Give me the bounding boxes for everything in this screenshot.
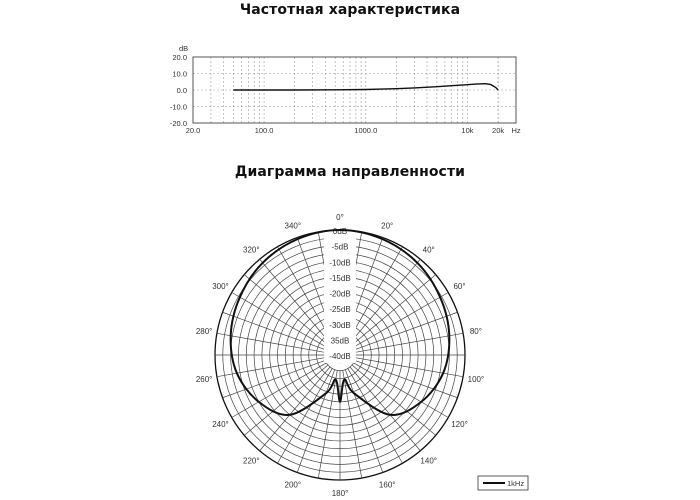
fr-xtick-label: 10k (461, 126, 473, 135)
polar-spoke (231, 362, 327, 418)
polar-spoke (296, 369, 335, 473)
polar-spoke (351, 364, 436, 436)
polar-spoke (244, 274, 329, 346)
polar-spoke (259, 366, 331, 451)
fr-ytick-label: 10.0 (172, 70, 187, 79)
fr-ytick-label: -10.0 (170, 103, 187, 112)
fr-ytick-label: 0.0 (177, 86, 187, 95)
polar-spoke (354, 360, 458, 399)
polar-angle-label: 20° (381, 221, 393, 230)
polar-angle-label: 240° (212, 420, 229, 429)
polar-spoke (355, 357, 464, 378)
fr-xtick-label: 20k (492, 126, 504, 135)
frequency-response-title: Частотная характеристика (239, 2, 461, 18)
polar-angle-label: 120° (451, 420, 468, 429)
polar-legend-label: 1kHz (507, 479, 524, 488)
polar-spoke (317, 370, 338, 479)
fr-xtick-label: 20.0 (186, 126, 201, 135)
polar-pattern-title: Диаграмма направленности (234, 164, 466, 180)
fr-ytick-label: 20.0 (172, 53, 187, 62)
polar-angle-label: 140° (420, 457, 437, 466)
polar-angle-label: 320° (243, 245, 260, 254)
polar-spoke (244, 364, 329, 436)
polar-spoke (216, 357, 325, 378)
polar-spoke (353, 292, 449, 348)
polar-spoke (349, 366, 421, 451)
polar-angle-label: 40° (423, 245, 435, 254)
polar-angle-label: 0° (336, 213, 344, 222)
polar-angle-label: 200° (285, 481, 302, 490)
polar-angle-label: 160° (379, 481, 396, 490)
polar-ring-label: 35dB (331, 336, 350, 345)
fr-ylabel: dB (179, 44, 188, 53)
polar-ring-label: -10dB (329, 258, 350, 267)
polar-spoke (354, 311, 458, 350)
polar-spoke (345, 369, 384, 473)
polar-angle-label: 260° (196, 375, 213, 384)
fr-response-line (233, 82, 499, 91)
fr-frame (192, 56, 517, 124)
polar-spoke (351, 274, 436, 346)
polar-spoke (277, 246, 333, 342)
polar-ring-label: -30dB (329, 321, 350, 330)
polar-angle-label: 60° (453, 282, 465, 291)
polar-spoke (342, 370, 363, 479)
polar-spoke (231, 292, 327, 348)
polar-spoke (216, 332, 325, 353)
polar-angle-label: 340° (285, 221, 302, 230)
polar-spoke (277, 368, 333, 464)
polar-spoke (347, 368, 403, 464)
polar-angle-label: 220° (243, 457, 260, 466)
polar-ring-label: -20dB (329, 290, 350, 299)
fr-xunit: Hz (512, 126, 521, 135)
polar-spoke (222, 360, 326, 399)
polar-ring-label: -25dB (329, 305, 350, 314)
polar-ring-label: -5dB (332, 243, 349, 252)
polar-angle-label: 80° (470, 327, 482, 336)
polar-angle-label: 180° (332, 489, 349, 498)
polar-spoke (355, 332, 464, 353)
polar-pattern-line (229, 228, 451, 416)
polar-ring-label: -15dB (329, 274, 350, 283)
polar-spoke (349, 259, 421, 344)
polar-ring-label: 0dB (333, 227, 347, 236)
fr-xtick-label: 1000.0 (354, 126, 377, 135)
polar-spoke (347, 246, 403, 342)
polar-spoke (353, 362, 449, 418)
polar-spoke (222, 311, 326, 350)
polar-angle-label: 300° (212, 282, 229, 291)
polar-angle-label: 100° (468, 375, 485, 384)
polar-spoke (259, 259, 331, 344)
fr-xtick-label: 100.0 (255, 126, 274, 135)
fr-ytick-label: -20.0 (170, 119, 187, 128)
polar-label-backdrop (324, 228, 356, 363)
polar-ring-label: -40dB (329, 352, 350, 361)
polar-angle-label: 280° (196, 327, 213, 336)
